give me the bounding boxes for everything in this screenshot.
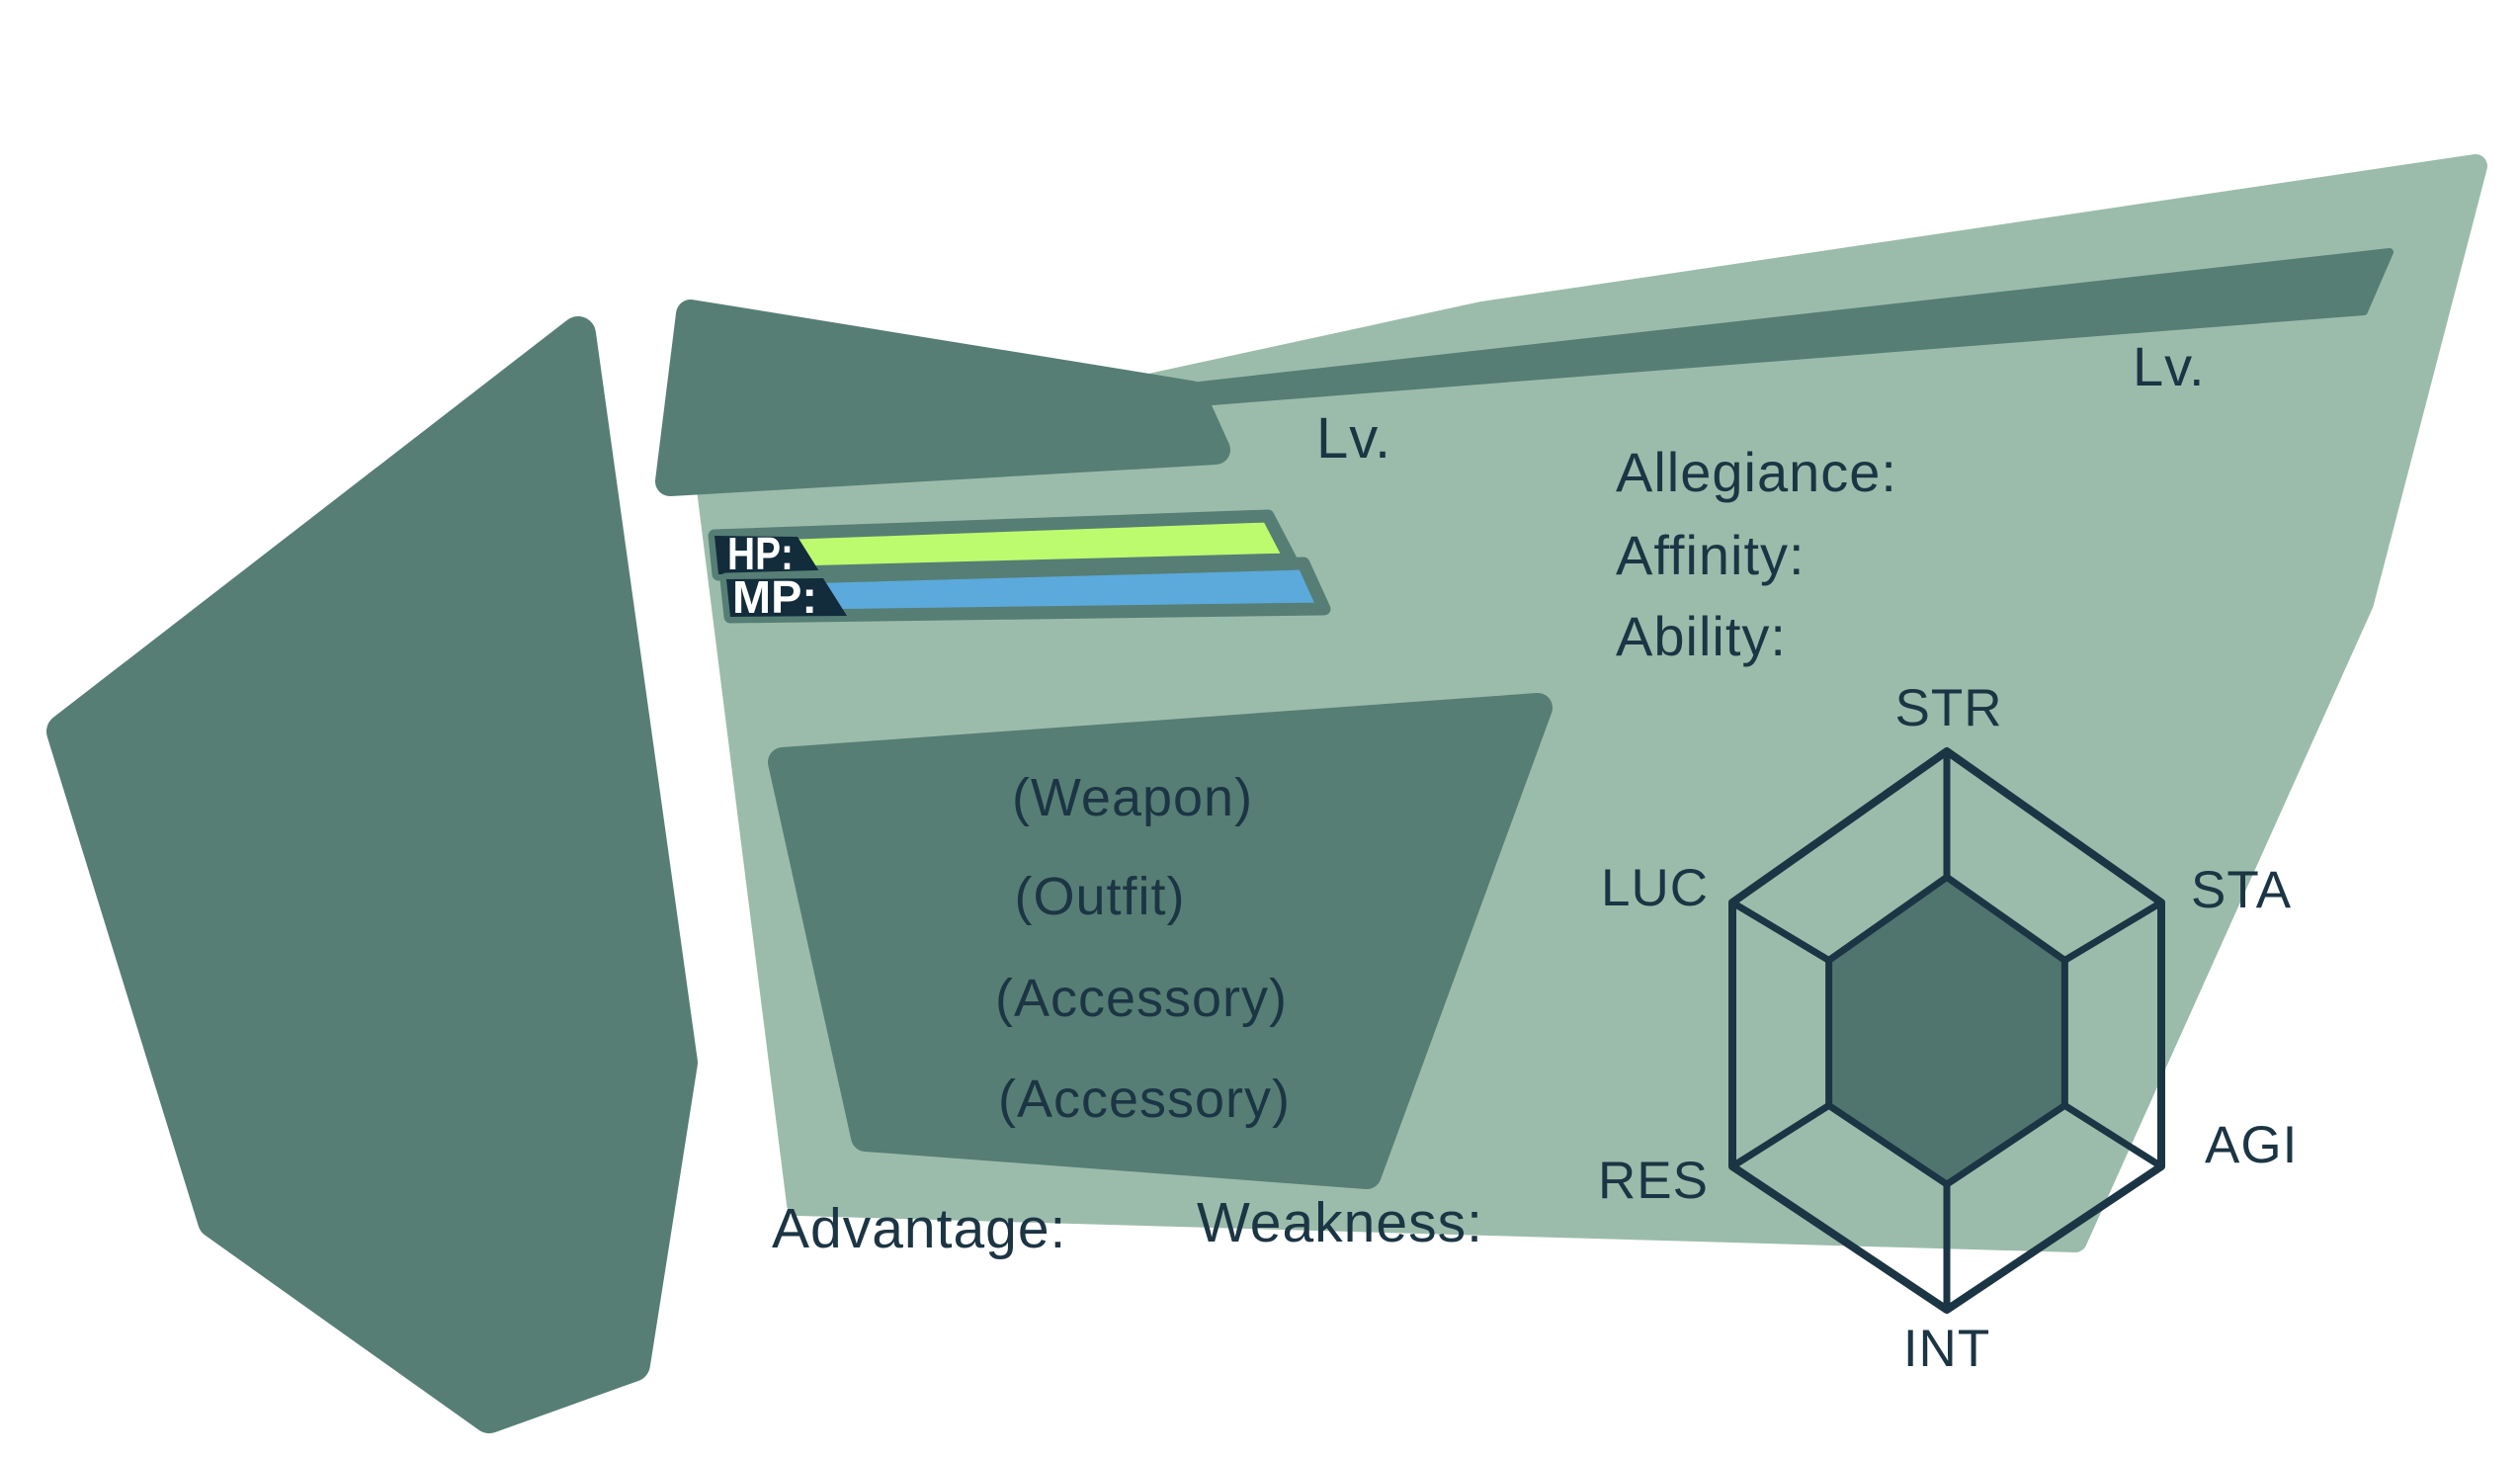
mp-label-chip [726,578,847,617]
affinity-label: Affinity: [1616,524,1806,586]
title-bar [1187,248,2394,406]
stat-label-res: RES [1598,1152,1709,1210]
weakness-label: Weakness: [1197,1191,1483,1254]
ability-label: Ability: [1616,605,1787,667]
radar-plot [1728,747,2165,1314]
stat-label-sta: STA [2191,861,2292,919]
equipment-slot-outfit: (Outfit) [1014,867,1185,926]
equipment-slot-weapon: (Weapon) [1012,768,1253,827]
level-label-right: Lv. [2133,335,2206,397]
hp-bar: HP: [708,509,1298,581]
allegiance-label: Allegiance: [1616,441,1897,503]
info-fields: Allegiance: Affinity: Ability: [1616,441,1897,667]
hp-label: HP: [727,528,794,579]
mp-label: MP: [732,571,817,623]
name-banner [655,300,1230,496]
stat-label-agi: AGI [2205,1116,2298,1174]
equipment-slot-accessory-1: (Accessory) [995,969,1288,1028]
equipment-panel: (Weapon) (Outfit) (Accessory) (Accessory… [768,693,1553,1189]
equipment-slot-accessory-2: (Accessory) [998,1070,1291,1129]
hp-label-chip [714,536,819,574]
stat-label-luc: LUC [1601,859,1709,917]
portrait-placeholder [46,316,698,1433]
radar-value-polygon [1825,873,2068,1188]
equipment-panel-shape [768,693,1553,1189]
advantage-label: Advantage: [772,1197,1066,1260]
mp-bar: MP: [719,557,1331,624]
level-label-left: Lv. [1316,406,1391,471]
stat-label-str: STR [1895,679,2003,737]
radar-outer-hexagon [1728,747,2165,1314]
stat-label-int: INT [1903,1320,1990,1378]
radar-chart: STR STA AGI INT RES LUC [1598,679,2298,1378]
